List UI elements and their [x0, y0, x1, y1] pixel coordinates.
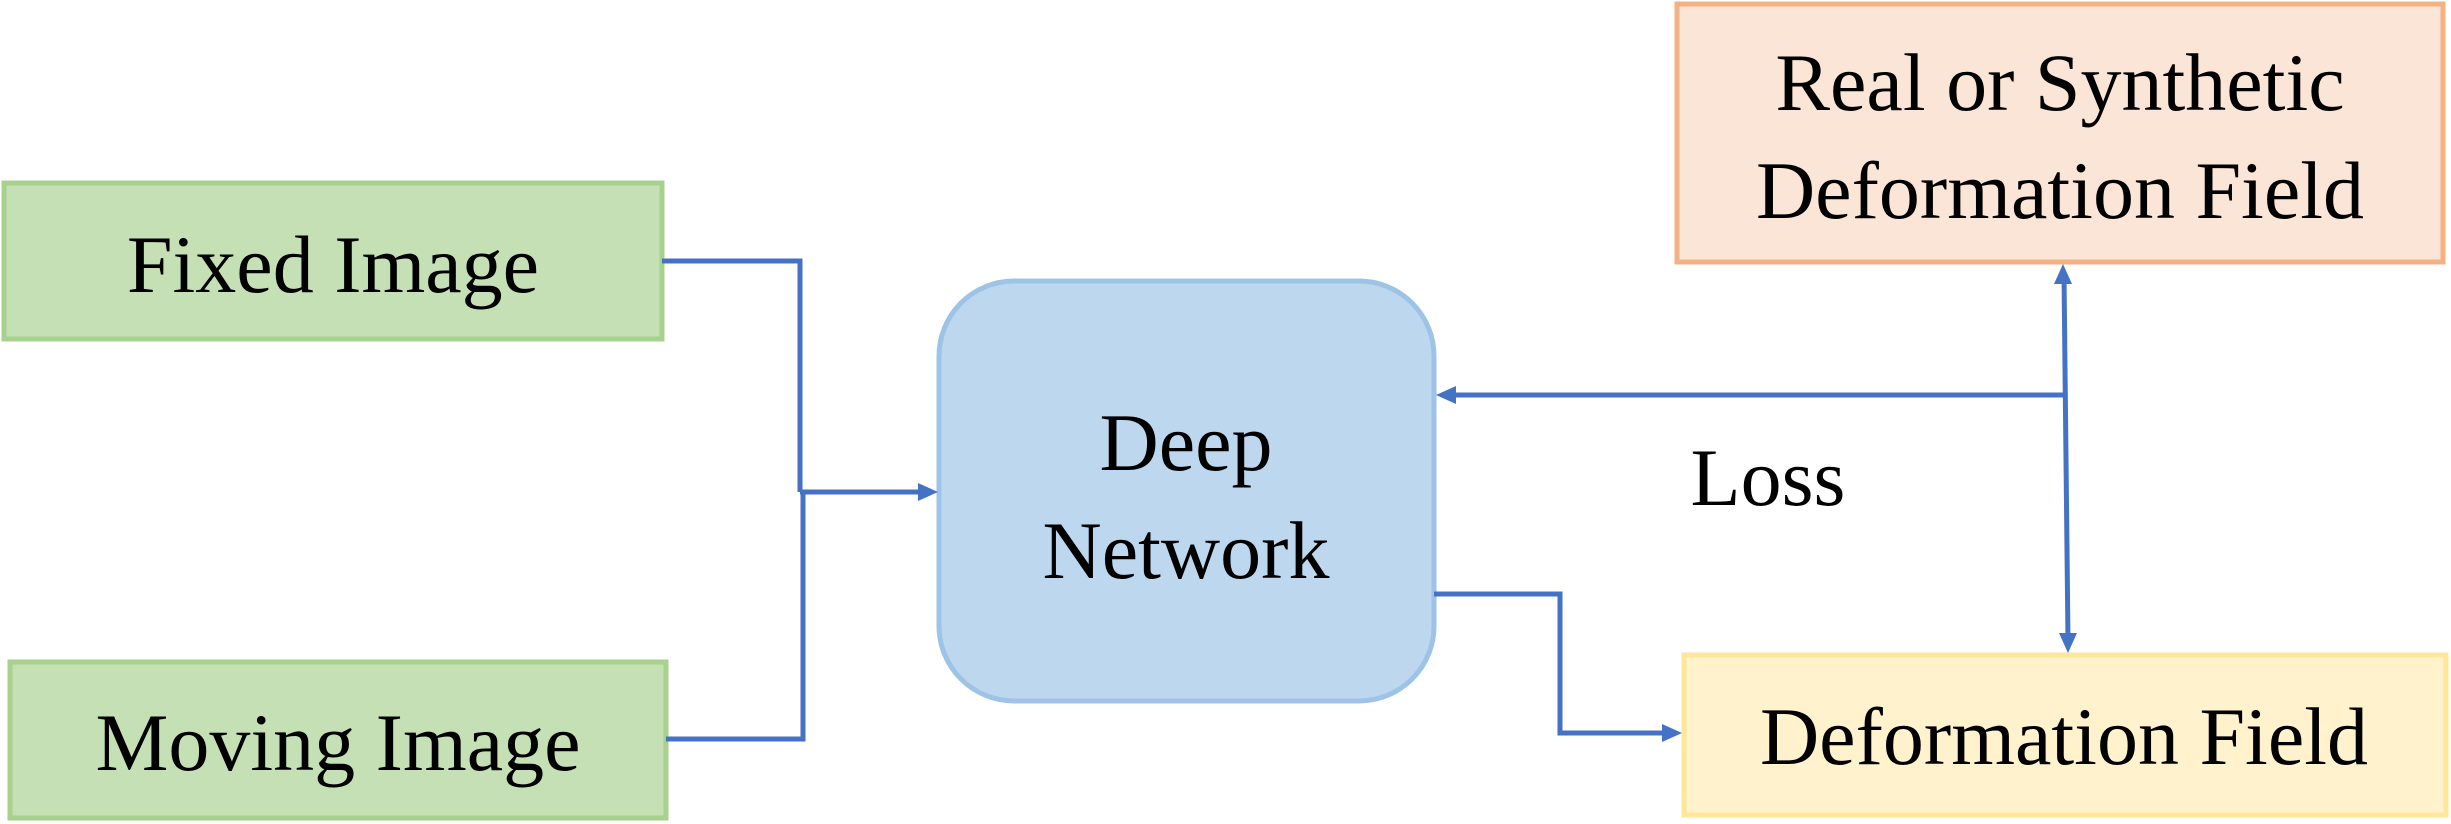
deformation-field-label: Deformation Field	[1760, 691, 2368, 782]
deformation-field-node: Deformation Field	[1681, 652, 2449, 818]
deep-network-node: Deep Network	[936, 278, 1437, 704]
input-to-network-arrowhead	[918, 483, 938, 501]
loss-feedback-arrowhead	[1436, 386, 1456, 404]
real-or-synthetic-node: Real or Synthetic Deformation Field	[1674, 1, 2446, 265]
deep-network-box	[936, 278, 1437, 704]
moving-image-connector	[666, 492, 806, 742]
fixed-image-label: Fixed Image	[127, 219, 539, 310]
deformation-field-box	[1681, 652, 2449, 818]
network-to-deformation-connector	[1434, 591, 1670, 736]
real-or-synthetic-label-line2: Deformation Field	[1756, 145, 2364, 236]
real-or-synthetic-label-line1: Real or Synthetic	[1775, 37, 2344, 128]
moving-image-box	[7, 659, 669, 821]
deep-network-label-line2: Network	[1043, 505, 1330, 596]
fixed-image-box	[1, 180, 665, 342]
loss-vertical-line	[2061, 275, 2071, 642]
fixed-image-connector	[662, 258, 803, 492]
loss-arrowhead-down	[2059, 633, 2077, 653]
connectors	[662, 258, 2077, 742]
loss-arrowhead-up	[2054, 264, 2072, 284]
network-to-deformation-arrowhead	[1662, 724, 1682, 742]
fixed-image-node: Fixed Image	[1, 180, 665, 342]
loss-label: Loss	[1691, 432, 1846, 523]
deep-network-label-line1: Deep	[1099, 397, 1272, 488]
moving-image-node: Moving Image	[7, 659, 669, 821]
moving-image-label: Moving Image	[95, 697, 580, 788]
real-or-synthetic-box	[1674, 1, 2446, 265]
